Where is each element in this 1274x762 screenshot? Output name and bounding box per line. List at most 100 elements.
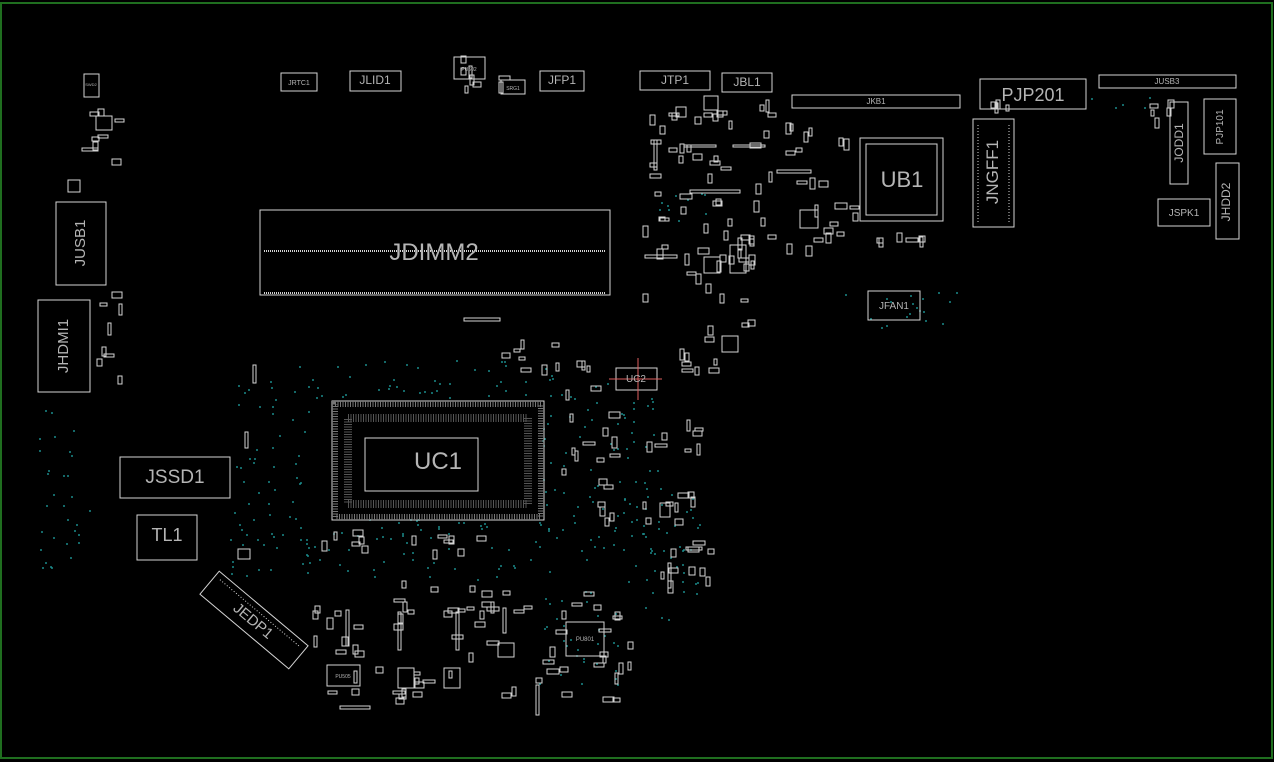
passive-part [326, 617, 334, 630]
via [624, 417, 626, 419]
chip-pu801[interactable]: PU801 [565, 621, 605, 657]
via [496, 576, 498, 578]
via [271, 387, 273, 389]
connector-jbl1[interactable]: JBL1 [721, 72, 773, 93]
via [63, 475, 65, 477]
via [295, 463, 297, 465]
connector-jfp1[interactable]: JFP1 [539, 70, 585, 92]
via [438, 528, 440, 530]
chip-uc2[interactable]: UC2 [609, 358, 662, 400]
connector-jssd1[interactable]: JSSD1 [119, 456, 231, 499]
passive-part [723, 230, 729, 241]
passive-part [457, 608, 466, 613]
via [513, 565, 515, 567]
via [259, 406, 261, 408]
via [613, 642, 615, 644]
via [697, 527, 699, 529]
passive-part [755, 183, 762, 195]
via [651, 398, 653, 400]
connector-jspk1[interactable]: JSPK1 [1157, 198, 1211, 227]
connector-jodd1[interactable]: JODD1 [1169, 101, 1189, 185]
via [584, 426, 586, 428]
via [597, 615, 599, 617]
connector-jkb1[interactable]: JKB1 [791, 94, 961, 109]
via [295, 518, 297, 520]
connector-jngff1[interactable]: JNGFF1 [972, 118, 1015, 228]
connector-jedp1[interactable]: JEDP1 [199, 570, 309, 670]
passive-part [690, 496, 696, 508]
via [661, 504, 663, 506]
label-jrtc1: JRTC1 [288, 80, 310, 87]
passive-part [244, 431, 249, 449]
connector-jusb3[interactable]: JUSB3 [1098, 74, 1237, 89]
via [396, 386, 398, 388]
passive-part [451, 634, 464, 640]
connector-jfan1[interactable]: JFAN1 [867, 290, 921, 321]
via [258, 569, 260, 571]
passive-part [1149, 103, 1159, 109]
via [590, 469, 592, 471]
via [321, 395, 323, 397]
passive-part [498, 75, 511, 81]
via [249, 458, 251, 460]
via [89, 510, 91, 512]
chip-tl1[interactable]: TL1 [136, 514, 198, 561]
passive-part [776, 169, 812, 174]
via [890, 301, 892, 303]
via [454, 568, 456, 570]
passive-part [709, 160, 721, 166]
via [624, 498, 626, 500]
chip-pu602[interactable]: PU602 [453, 56, 486, 80]
connector-jhdd2[interactable]: JHDD2 [1215, 162, 1240, 240]
connector-jrtc1[interactable]: JRTC1 [280, 72, 318, 92]
via [583, 661, 585, 663]
chip-srg1[interactable]: SRG1 [500, 79, 526, 95]
chip-ub1[interactable]: UB1 [859, 137, 944, 222]
via [627, 457, 629, 459]
switch-swd2[interactable]: SWD2 [83, 73, 100, 98]
connector-jtp1[interactable]: JTP1 [639, 70, 711, 91]
via [668, 619, 670, 621]
passive-part [707, 548, 715, 555]
passive-part [656, 248, 664, 260]
passive-part [432, 549, 438, 560]
via [417, 367, 419, 369]
passive-part [393, 598, 406, 603]
via [253, 519, 255, 521]
passive-part [609, 453, 621, 458]
connector-pjp201[interactable]: PJP201 [979, 78, 1087, 110]
passive-part [670, 548, 677, 558]
passive-part [598, 628, 612, 633]
passive-part [481, 590, 493, 598]
via [279, 435, 281, 437]
passive-part [838, 137, 844, 147]
via [910, 295, 912, 297]
connector-jdimm2[interactable]: JDIMM2 [259, 209, 611, 296]
passive-part [486, 640, 500, 646]
connector-jlid1[interactable]: JLID1 [349, 70, 402, 92]
passive-part [501, 692, 512, 699]
via [456, 360, 458, 362]
passive-part [695, 273, 702, 285]
passive-part [849, 205, 860, 210]
via [403, 553, 405, 555]
passive-part [765, 99, 770, 113]
connector-jusb1[interactable]: JUSB1 [55, 201, 107, 286]
via [308, 411, 310, 413]
label-jusb1: JUSB1 [72, 220, 89, 267]
via [881, 327, 883, 329]
via [300, 539, 302, 541]
via [438, 526, 440, 528]
via [402, 535, 404, 537]
connector-pjp101[interactable]: PJP101 [1203, 98, 1237, 155]
via [449, 383, 451, 385]
chip-uc1[interactable]: UC1 [331, 400, 545, 521]
via [308, 386, 310, 388]
via [581, 683, 583, 685]
chip-pu505[interactable]: PU505 [326, 664, 361, 687]
via [704, 194, 706, 196]
via [436, 390, 438, 392]
passive-part [727, 218, 733, 227]
connector-jhdmi1[interactable]: JHDMI1 [37, 299, 91, 393]
